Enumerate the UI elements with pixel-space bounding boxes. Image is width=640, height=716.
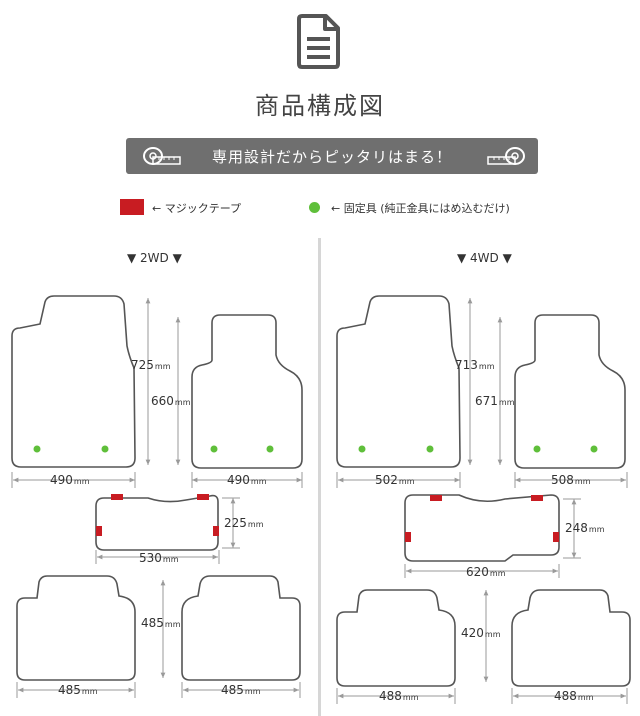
dim-2wd-driver-width: 490mm xyxy=(50,473,90,487)
mat-2wd-passenger xyxy=(191,314,303,469)
section-label-4wd: ▼ 4WD ▼ xyxy=(457,251,512,265)
dim-4wd-passenger-height: 671mm xyxy=(475,394,515,408)
tape-mark xyxy=(405,532,411,542)
mat-4wd-driver xyxy=(336,295,461,468)
banner: 専用設計だからピッタリはまる！ xyxy=(126,138,538,174)
clip-dot xyxy=(590,445,598,453)
mat-2wd-center xyxy=(95,494,219,551)
mat-4wd-rear-left xyxy=(336,589,456,687)
mat-2wd-rear-left xyxy=(16,575,136,681)
banner-text: 専用設計だからピッタリはまる！ xyxy=(211,148,452,166)
section-label-2wd: ▼ 2WD ▼ xyxy=(127,251,182,265)
dim-2wd-driver-height: 725mm xyxy=(131,358,171,372)
clip-swatch xyxy=(309,202,320,213)
dim-4wd-center-width: 620mm xyxy=(466,565,506,579)
page-title: 商品構成図 xyxy=(255,92,385,120)
dim-4wd-rear-right-width: 488mm xyxy=(554,689,594,703)
dim-4wd-center-height: 248mm xyxy=(565,521,605,535)
dim-4wd-rear-left-width: 488mm xyxy=(379,689,419,703)
clip-dot xyxy=(33,445,41,453)
tape-legend-label: ← マジックテープ xyxy=(152,202,242,215)
dim-2wd-passenger-width: 490mm xyxy=(227,473,267,487)
dim-2wd-rear-left-width: 485mm xyxy=(58,683,98,697)
clip-dot xyxy=(426,445,434,453)
tape-mark xyxy=(197,494,209,500)
tape-mark xyxy=(531,495,543,501)
dim-2wd-center-width: 530mm xyxy=(139,551,179,565)
dim-4wd-driver-width: 502mm xyxy=(375,473,415,487)
clip-dot xyxy=(101,445,109,453)
dim-2wd-passenger-height: 660mm xyxy=(151,394,191,408)
mat-2wd-driver xyxy=(11,295,136,468)
clip-legend-label: ← 固定具 (純正金具にはめ込むだけ) xyxy=(331,202,510,215)
mat-4wd-rear-right xyxy=(511,589,631,687)
clip-dot xyxy=(358,445,366,453)
tape-mark xyxy=(111,494,123,500)
tape-measure-icon xyxy=(143,147,181,165)
dim-2wd-center-height: 225mm xyxy=(224,516,264,530)
tape-swatch xyxy=(120,199,144,215)
tape-measure-icon xyxy=(487,147,525,165)
mat-2wd-rear-right xyxy=(181,575,301,681)
section-divider xyxy=(318,238,321,716)
document-icon xyxy=(297,14,340,69)
dim-2wd-rear-height: 485mm xyxy=(141,616,181,630)
tape-mark xyxy=(213,526,219,536)
mat-4wd-passenger xyxy=(514,314,626,469)
tape-mark xyxy=(96,526,102,536)
clip-dot xyxy=(266,445,274,453)
dim-4wd-driver-height: 713mm xyxy=(455,358,495,372)
mat-4wd-center xyxy=(404,494,560,562)
tape-mark xyxy=(430,495,442,501)
dim-4wd-rear-height: 420mm xyxy=(461,626,501,640)
clip-dot xyxy=(533,445,541,453)
dim-4wd-passenger-width: 508mm xyxy=(551,473,591,487)
dim-2wd-rear-right-width: 485mm xyxy=(221,683,261,697)
clip-dot xyxy=(210,445,218,453)
tape-mark xyxy=(553,532,559,542)
